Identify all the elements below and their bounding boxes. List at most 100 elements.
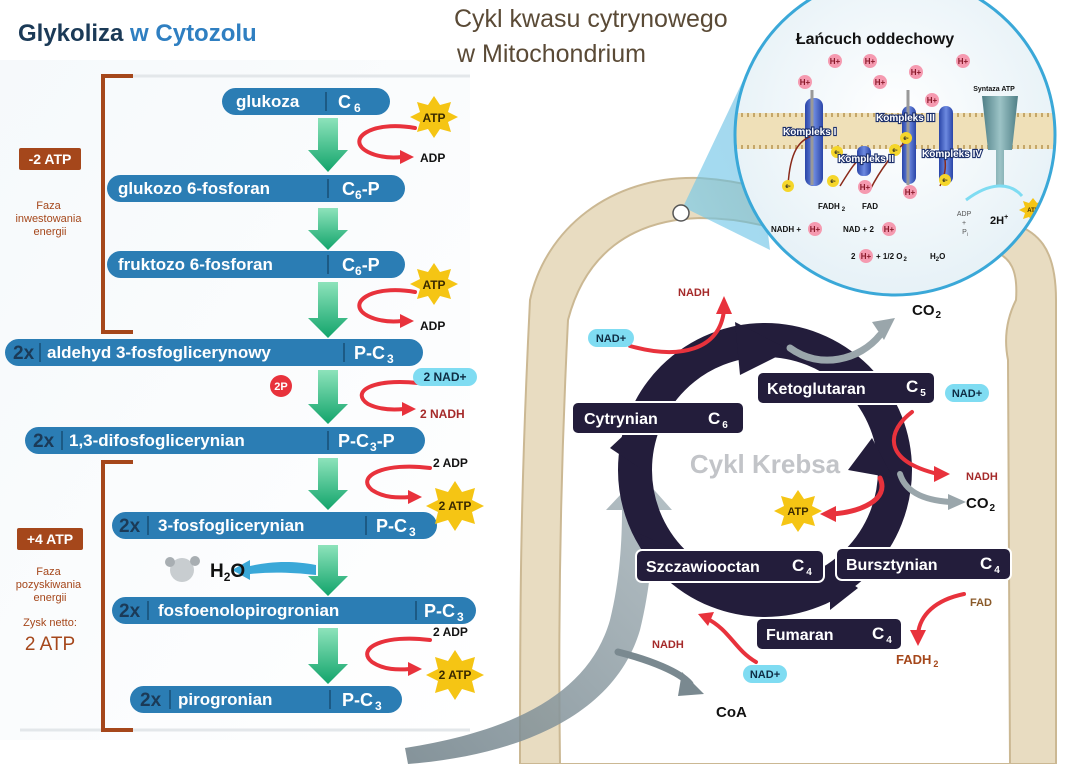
svg-text:H+: H+ [905,188,916,197]
h-plus-icon: H+ [863,54,877,68]
invest-label: Faza inwestowania energii [15,200,84,238]
svg-text:H+: H+ [911,68,922,77]
red-arrow-step1 [357,124,417,160]
cytosol-background [0,60,470,740]
etc-atp-label: ATP [1027,208,1039,214]
etc-content: H+ H+ H+ H+ H+ H+ H+ H+ H+ e- e- e- e- e… [735,54,1055,263]
gain-bracket [101,460,133,732]
electron-icon: e- [889,144,901,156]
complex-labels: Kompleks I Kompleks II Kompleks III Komp… [782,112,984,166]
node-name: Bursztynian [846,557,938,574]
electron-icon: e- [827,175,839,187]
node-name: Cytrynian [584,411,658,428]
complex-4-label: Kompleks IV [922,149,982,160]
krebs-nadh-label-3: NADH [652,639,684,651]
electron-icons: e- e- e- e- e- e- [782,132,951,192]
red-arrow-step5 [365,464,432,500]
step-name: fosfoenolopirogronian [158,601,339,620]
h-plus-icon: H+ [859,249,873,263]
step-multiplier: 2x [119,601,141,622]
krebs-fad-label: FAD [970,597,992,609]
krebs-co2-label-2: CO2 [966,495,996,514]
water-arrow [232,560,316,580]
step-multiplier: 2x [140,690,162,711]
coa-label: CoA [716,704,747,721]
water-molecule-icon [165,556,200,582]
step-multiplier: 2x [119,516,141,537]
atp-label: ATP [422,278,445,292]
step-code: C6-P [342,255,380,278]
node-name: Ketoglutaran [767,381,866,398]
svg-text:H+: H+ [810,225,821,234]
nad-plus-label: NAD + 2 [843,225,874,234]
zoom-origin-circle [672,204,690,222]
svg-text:e-: e- [785,184,790,190]
krebs-atp-label: ATP [787,506,808,518]
krebs-nadh-label-1: NADH [678,287,710,299]
node-name: Szczawiooctan [646,559,760,576]
electron-icon: e- [782,180,794,192]
svg-text:e-: e- [830,179,835,185]
electron-icon: e- [900,132,912,144]
krebs-nad-pill-1 [588,329,634,347]
complex-2-label: Kompleks II [838,154,894,165]
svg-text:H+: H+ [927,96,938,105]
h-plus-icon: H+ [798,75,812,89]
green-arrow-3 [308,282,348,338]
svg-text:H+: H+ [800,78,811,87]
svg-text:H+: H+ [861,252,872,261]
krebs-title-line1: Cykl kwasu cytrynowego [454,5,728,33]
h-plus-icon: H+ [873,75,887,89]
adp-label-2: ADP [420,319,445,333]
krebs-nad-label-1: NAD+ [596,333,626,345]
two-adp-label-2: 2 ADP [433,625,468,639]
atp-label: ATP [422,111,445,125]
red-arrow-step7 [365,636,432,672]
adp-stack: ADP + Pi [957,211,973,238]
step-name: fruktozo 6-fosforan [118,255,273,274]
complex-1-shape [805,98,823,186]
phosphate-badge [270,375,292,397]
svg-text:e-: e- [892,148,897,154]
step-name: pirogronian [178,690,272,709]
krebs-title-line2: w Mitochondrium [456,40,646,68]
invest-bracket [101,74,133,334]
complex-1-label: Kompleks I [783,127,837,138]
step-name: 3-fosfoglicerynian [158,516,304,535]
complex-4-shape [939,106,953,184]
green-arrow-7 [308,628,348,684]
step-name: aldehyd 3-fosfoglicerynowy [47,343,271,362]
node-name: Fumaran [766,627,834,644]
krebs-nad-pill-2 [945,384,989,402]
two-atp-star-1: 2 ATP [426,481,484,531]
two-adp-label-1: 2 ADP [433,456,468,470]
h-plus-icon: H+ [903,185,917,199]
svg-text:H+: H+ [830,57,841,66]
electron-icon: e- [831,146,843,158]
two-atp-label: 2 ATP [439,499,472,513]
step-glukozo-6-fosforan: glukozo 6-fosforan C6-P [107,175,405,202]
synthase-label: Syntaza ATP [973,86,1015,93]
two-atp-label: 2 ATP [439,668,472,682]
gain-badge [17,528,83,550]
nadh-label: 2 NADH [420,407,465,421]
glycolysis-arrows [308,118,348,684]
glycolysis-title: Glykoliza w Cytozolu [18,20,257,47]
svg-text:H+: H+ [875,78,886,87]
electron-transport-chain: H+ H+ H+ H+ H+ H+ H+ H+ H+ e- e- e- e- e… [733,0,1057,297]
step-name: glukozo 6-fosforan [118,179,270,198]
